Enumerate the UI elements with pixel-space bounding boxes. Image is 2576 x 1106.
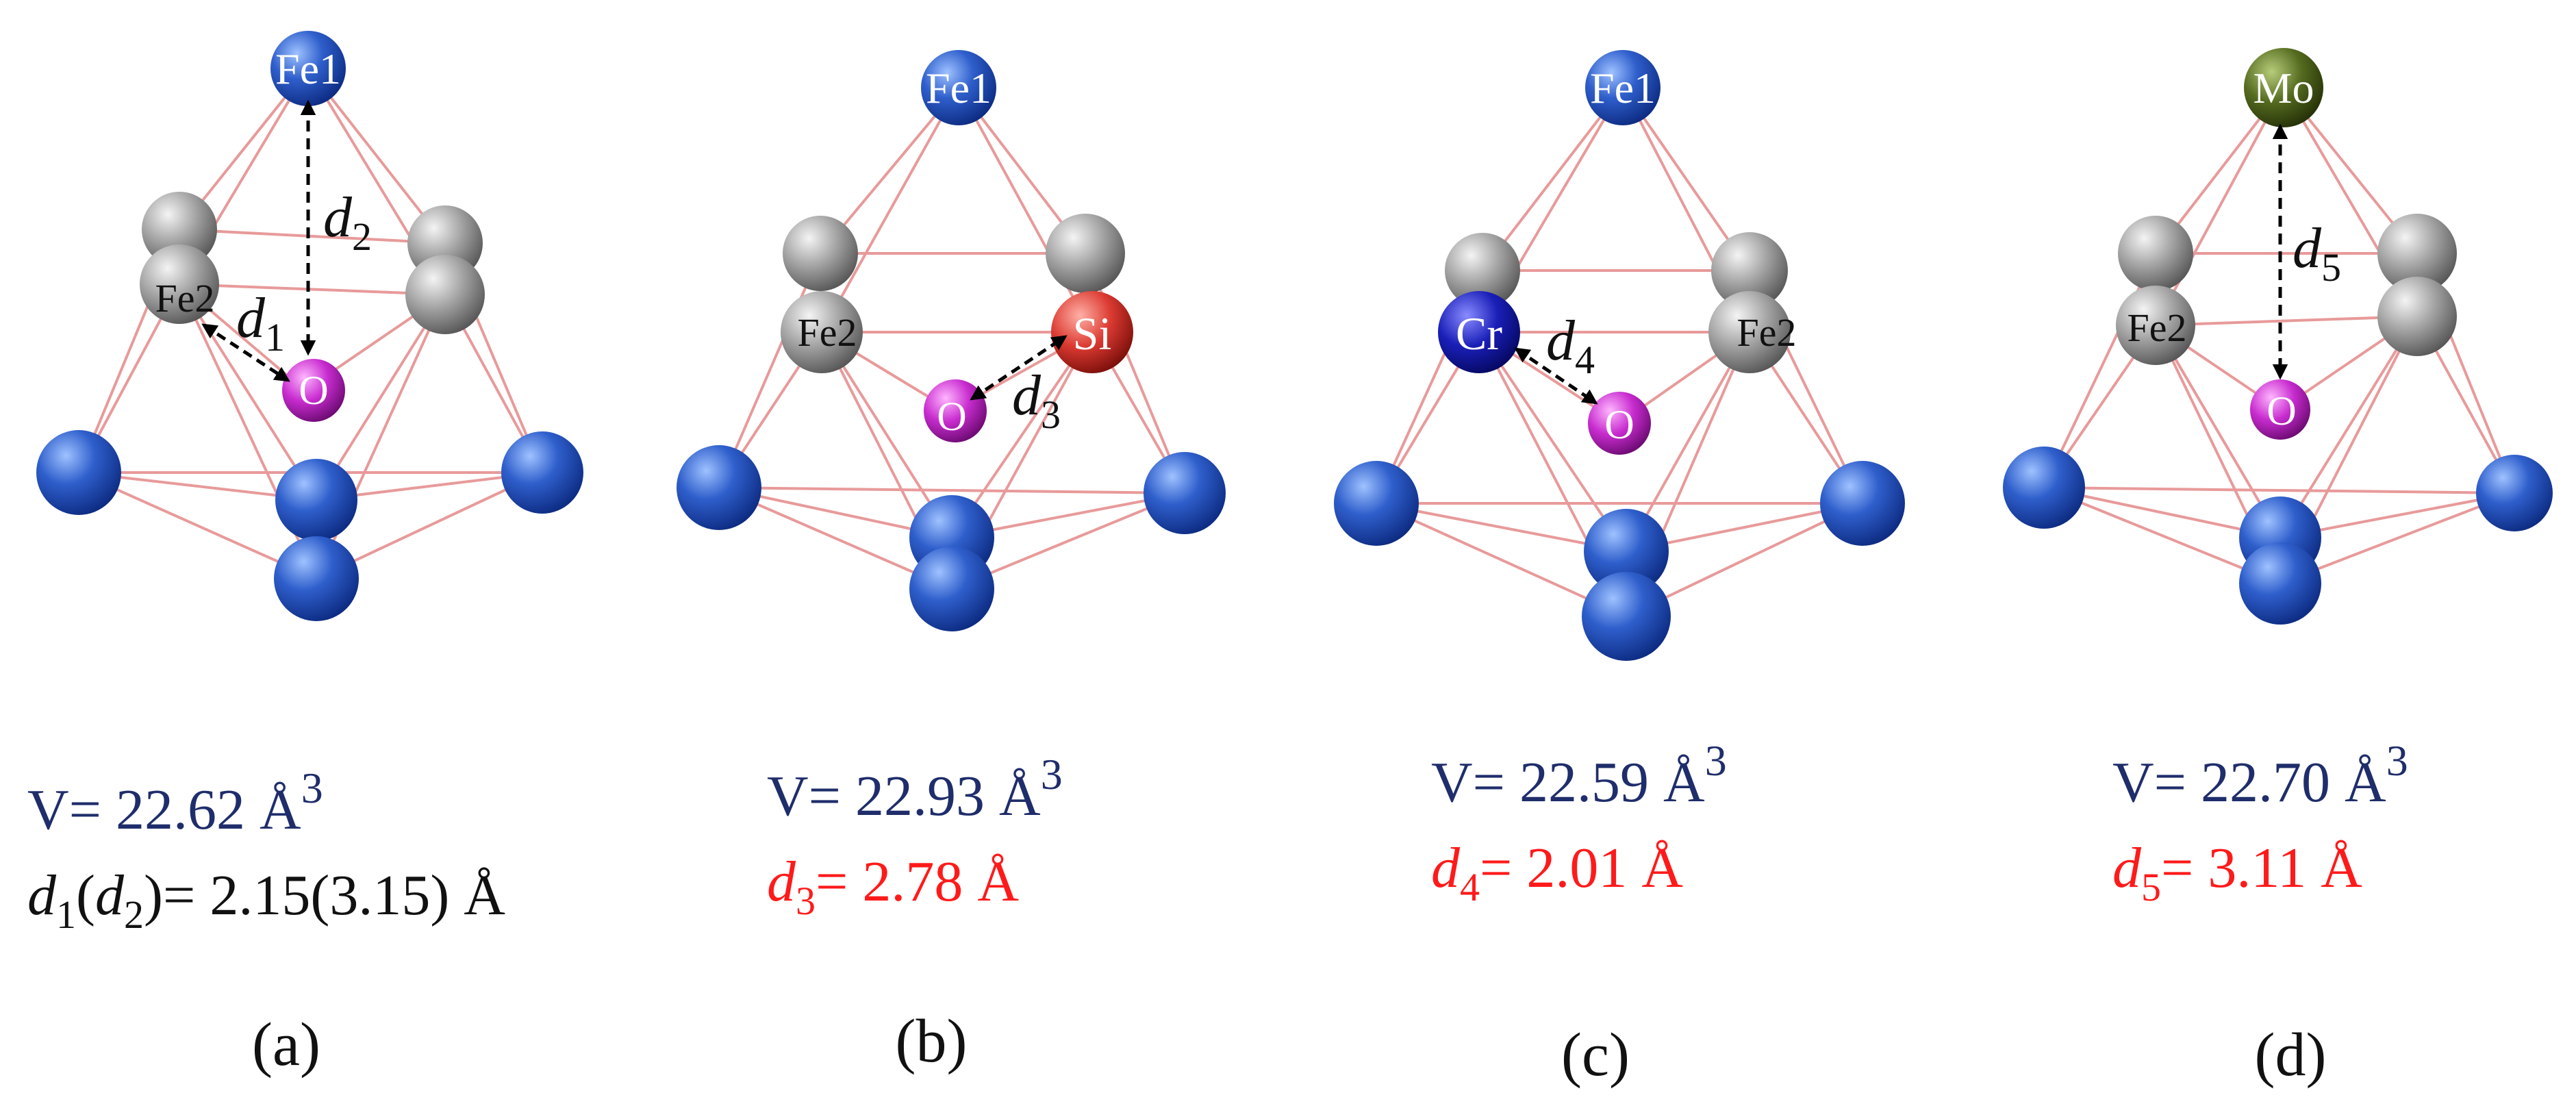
- fe-atom: [1582, 572, 1671, 661]
- distance-value-a: d1(d2)= 2.15(3.15) Å: [27, 864, 505, 937]
- fe-atom: [1046, 214, 1125, 293]
- atom-label-fe2: Fe2: [155, 276, 215, 321]
- atom-label-fe2: Fe2: [798, 310, 857, 355]
- fe2-atom: [1708, 291, 1791, 373]
- fe-atom: [2377, 277, 2457, 356]
- fe-atom: [275, 459, 357, 541]
- fe1-atom: [1585, 50, 1660, 125]
- atom-label-fe1: Fe1: [275, 45, 341, 93]
- atom-label-o: O: [1604, 402, 1634, 447]
- atom-label-o: O: [2266, 388, 2296, 433]
- volume-label-b: V= 22.93 Å3: [767, 750, 1063, 828]
- distance-value-d: d5= 3.11 Å: [2112, 836, 2362, 909]
- panel-a: Fe1 Fe2 O d2 d1 V= 22.62 Å3 d1(d2)= 2.15…: [27, 31, 583, 1079]
- fe-atom: [405, 255, 485, 334]
- distance-value-c: d4= 2.01 Å: [1431, 836, 1683, 909]
- fe1-atom: [921, 50, 996, 125]
- fe-atom: [1445, 233, 1520, 308]
- fe2-atom: [2116, 286, 2195, 365]
- distance-arrow-d1: [201, 323, 290, 382]
- atom-label-o: O: [937, 394, 966, 439]
- fe1-atom: [270, 31, 346, 106]
- fe2-atom: [140, 244, 219, 324]
- distance-arrow-d4: [1514, 347, 1598, 405]
- volume-label-a: V= 22.62 Å3: [27, 764, 323, 842]
- distance-arrow-d3: [970, 335, 1068, 401]
- panel-label-a: (a): [252, 1011, 320, 1079]
- panel-d: Mo Fe2 O d5 V= 22.70 Å3 d5= 3.11 Å (d): [2003, 48, 2553, 1089]
- fe-atom: [501, 431, 583, 514]
- fe-atom: [909, 546, 994, 631]
- distance-label-d4: d4: [1546, 309, 1595, 382]
- fe-atom: [1711, 232, 1788, 309]
- atom-label-si: Si: [1073, 307, 1112, 360]
- volume-label-d: V= 22.70 Å3: [2112, 736, 2408, 814]
- panel-label-c: (c): [1561, 1021, 1630, 1089]
- mo-atom: [2244, 48, 2323, 127]
- panel-c: Fe1 Cr Fe2 O d4 V= 22.59 Å3 d4= 2.01 Å (…: [1334, 50, 1905, 1089]
- fe2-atom: [781, 291, 863, 373]
- panel-label-b: (b): [896, 1007, 968, 1075]
- oxygen-atom: [2250, 379, 2310, 440]
- atom-label-fe1: Fe1: [1590, 64, 1656, 112]
- fe-atom: [2377, 214, 2457, 293]
- distance-value-b: d3= 2.78 Å: [767, 850, 1019, 923]
- fe-atom: [1144, 452, 1226, 534]
- fe-atom: [142, 192, 217, 267]
- oxygen-atom: [282, 359, 345, 422]
- panel-b: Fe1 Fe2 Si O d3 V= 22.93 Å3 d3= 2.78 Å (…: [677, 50, 1226, 1075]
- oxygen-atom: [1588, 392, 1651, 455]
- fe-atom: [274, 536, 359, 621]
- atom-label-cr: Cr: [1456, 307, 1502, 360]
- fe-atom: [36, 430, 121, 515]
- fe-atom: [2118, 216, 2193, 291]
- distance-label-d5: d5: [2293, 216, 2341, 290]
- cr-atom: [1438, 291, 1520, 373]
- fe-atom: [2239, 542, 2321, 625]
- atom-label-o: O: [299, 368, 328, 413]
- atom-label-fe2: Fe2: [1737, 310, 1797, 355]
- fe-atom: [1584, 509, 1669, 594]
- fe-atom: [2476, 455, 2553, 531]
- panel-label-d: (d): [2255, 1021, 2327, 1089]
- atom-label-fe1: Fe1: [926, 64, 992, 112]
- si-atom: [1051, 291, 1133, 373]
- fe-atom: [677, 445, 761, 530]
- distance-label-d2: d2: [323, 186, 372, 259]
- fe-atom: [783, 216, 858, 291]
- fe-atom: [2003, 447, 2085, 529]
- distance-label-d3: d3: [1012, 364, 1061, 437]
- fe-atom: [1334, 461, 1419, 546]
- atom-label-mo: Mo: [2253, 64, 2314, 112]
- distance-label-d1: d1: [236, 286, 285, 360]
- volume-label-c: V= 22.59 Å3: [1431, 736, 1727, 814]
- atom-label-fe2: Fe2: [2127, 305, 2187, 350]
- fe-atom: [1820, 461, 1905, 546]
